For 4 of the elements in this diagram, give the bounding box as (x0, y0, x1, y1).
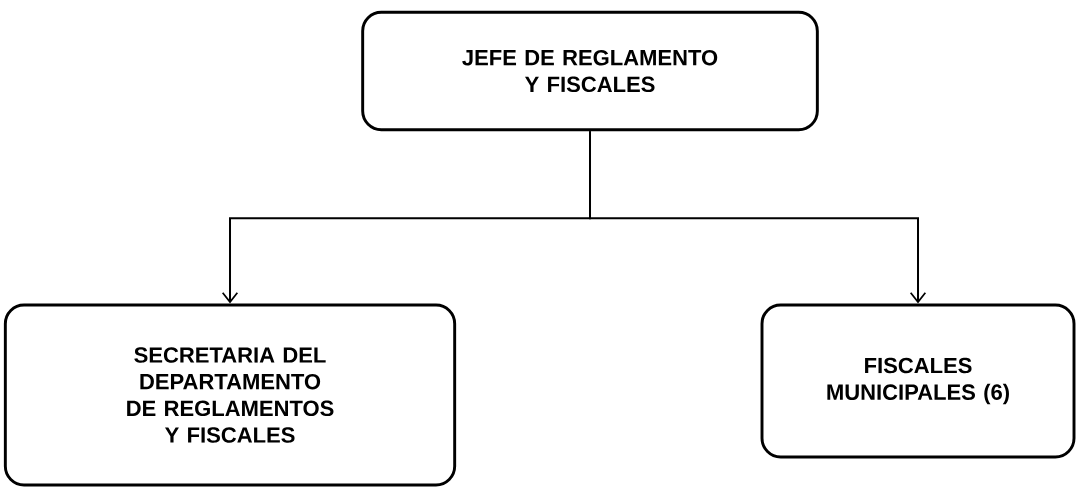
org-box: JEFE DE REGLAMENTO Y FISCALES (361, 10, 819, 132)
org-box: FISCALES MUNICIPALES (6) (760, 303, 1076, 459)
org-box: SECRETARIA DEL DEPARTAMENTO DE REGLAMENTOS Y FISCALES (3, 303, 457, 487)
connector-arrow (589, 130, 927, 304)
